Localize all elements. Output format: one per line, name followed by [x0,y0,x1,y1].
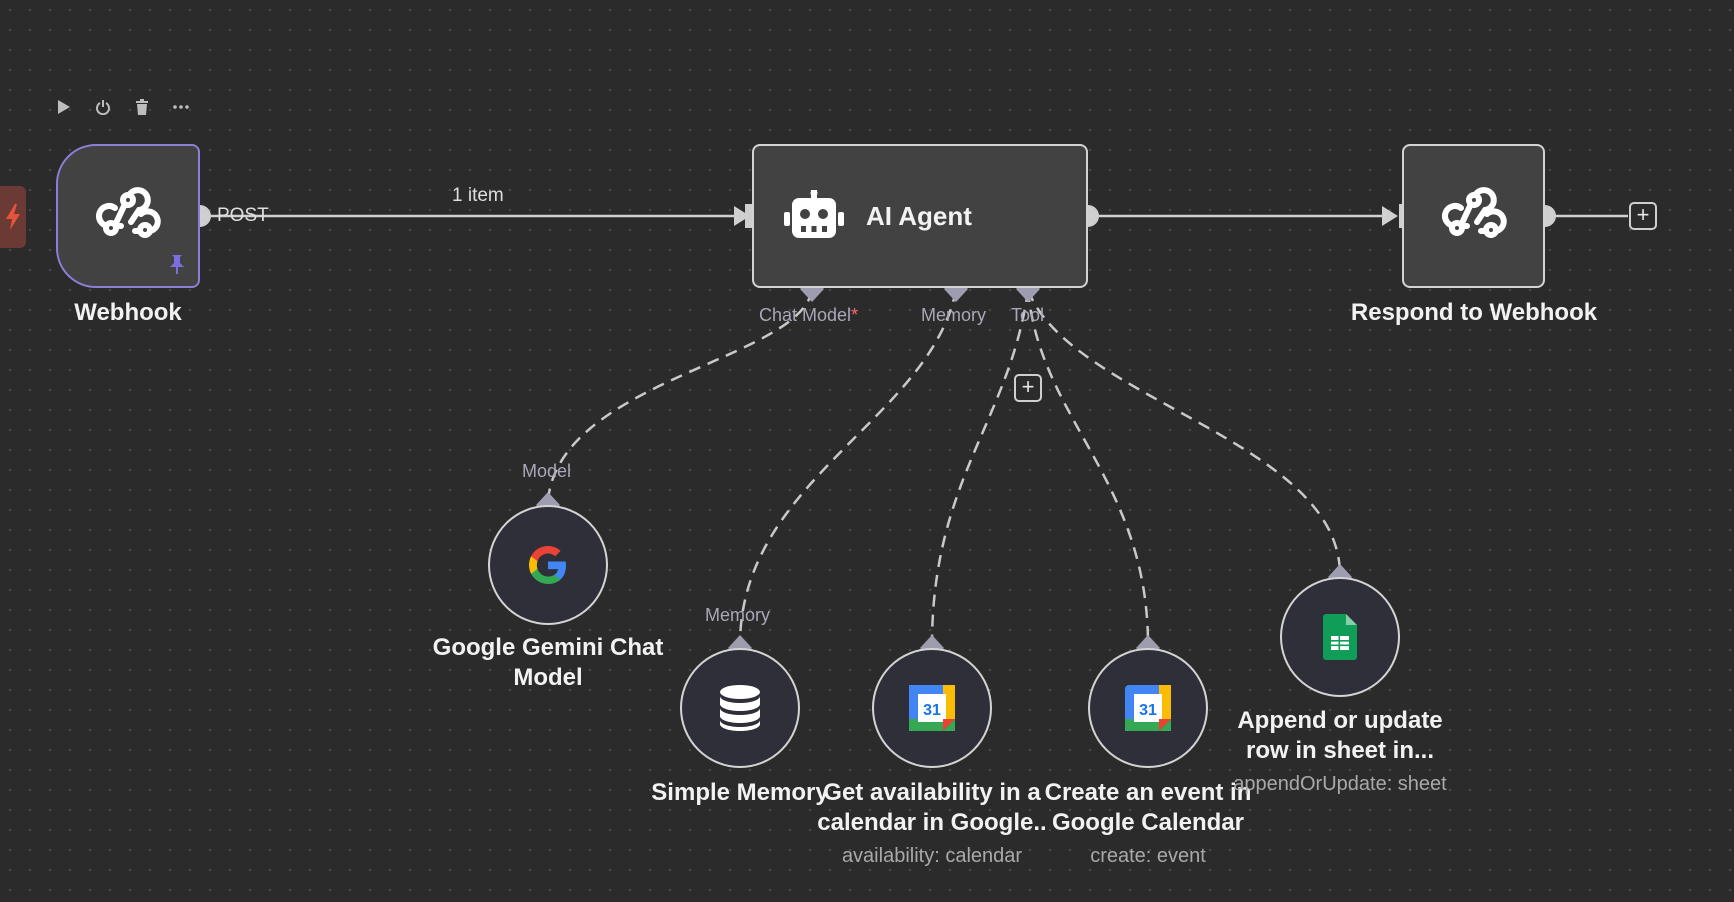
gemini-title-line1: Google Gemini Chat [432,634,664,661]
power-icon[interactable] [90,94,116,120]
ai-agent-title: AI Agent [866,200,972,231]
create-event-subtitle: create: event [1090,845,1206,867]
port-label-memory: Memory [921,305,987,325]
robot-icon [784,190,844,238]
add-node-button[interactable]: + [1629,202,1657,230]
gemini-title-line2: Model [513,664,583,691]
connection-agent-get-availability [930,289,1030,646]
lightning-icon [6,204,20,230]
google-gemini-chat-model-node[interactable] [488,505,608,625]
add-tool-button[interactable]: + [1014,374,1042,402]
webhook-output-label: POST [217,205,269,226]
webhook-title: Webhook [74,299,182,326]
create-event-node[interactable]: 31 [1088,648,1208,768]
edge-item-count: 1 item [452,185,504,206]
more-icon[interactable] [168,94,194,120]
gemini-port-label: Model [522,461,572,481]
calendar-day-number: 31 [923,702,941,719]
port-label-chat-model: Chat Model* [759,305,858,326]
google-icon [529,546,566,584]
simple-memory-title: Simple Memory [651,779,829,806]
memory-node-port-label: Memory [705,605,771,625]
connection-agent-gemini [546,289,814,501]
respond-to-webhook-title: Respond to Webhook [1350,299,1598,326]
sheets-subtitle: appendOrUpdate: sheet [1233,773,1447,795]
arrow-into-agent [734,206,750,226]
create-event-title-line1: Create an event in [1044,779,1252,806]
database-icon [720,685,760,731]
connection-agent-memory [738,289,958,646]
get-availability-title-line1: Get availability in a [823,779,1041,806]
chat-model-label-text: Chat Model [759,305,852,325]
connection-agent-sheets [1026,289,1342,576]
get-availability-title-line2: calendar in Google.. [817,809,1047,836]
sheets-title-line2: row in sheet in... [1245,737,1435,764]
agent-input-port [745,204,753,228]
calendar-day-number: 31 [1139,702,1157,719]
ai-agent-node[interactable]: AI Agent [752,144,1088,288]
google-sheets-icon [1323,614,1357,660]
trash-icon[interactable] [129,94,155,120]
webhook-icon [1441,187,1507,238]
port-label-tool: Tool [1011,305,1045,325]
trigger-indicator [0,186,26,248]
gemini-title: Google Gemini Chat Model [408,633,688,693]
get-availability-subtitle: availability: calendar [841,845,1023,867]
webhook-icon [96,187,161,238]
sheets-title: Append or update row in sheet in... [1200,706,1480,766]
simple-memory-node[interactable] [680,648,800,768]
create-event-title: Create an event in Google Calendar [1018,778,1278,838]
arrow-into-respond [1382,206,1398,226]
google-calendar-icon: 31 [1125,685,1171,731]
get-availability-node[interactable]: 31 [872,648,992,768]
create-event-title-line2: Google Calendar [1051,809,1245,836]
webhook-node[interactable] [56,144,200,288]
get-availability-title: Get availability in a calendar in Google… [792,778,1072,838]
pin-icon [170,255,184,274]
sheets-title-line1: Append or update [1237,707,1443,734]
play-icon[interactable] [51,94,77,120]
connection-agent-create-event [1026,289,1150,646]
respond-to-webhook-node[interactable] [1402,144,1545,288]
required-marker: * [851,305,859,325]
append-or-update-sheet-node[interactable] [1280,577,1400,697]
google-calendar-icon: 31 [909,685,955,731]
